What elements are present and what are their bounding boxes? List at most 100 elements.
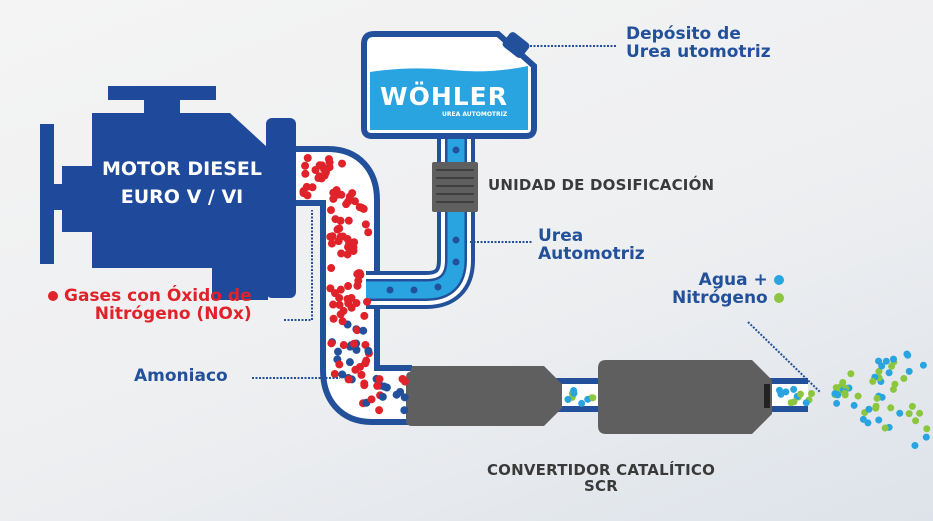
converter-label: CONVERTIDOR CATALÍTICO SCR bbox=[456, 462, 746, 495]
nox-particle bbox=[349, 339, 358, 348]
nox-particle bbox=[363, 297, 372, 306]
brand-logo: WÖHLER bbox=[380, 82, 509, 111]
output-label-line2: Nitrógeno bbox=[672, 287, 768, 308]
ammonia-label: Amoniaco bbox=[134, 366, 228, 386]
water-particle bbox=[885, 369, 893, 377]
water-particle bbox=[850, 401, 858, 409]
nitrogen-particle bbox=[889, 385, 897, 393]
nox-particle bbox=[345, 192, 354, 201]
nox-particle bbox=[350, 197, 359, 206]
nox-particle bbox=[361, 340, 370, 349]
nox-particle bbox=[327, 339, 336, 348]
water-particle bbox=[833, 399, 841, 407]
nox-particle bbox=[373, 381, 382, 390]
nox-particle bbox=[375, 375, 384, 384]
ammonia-particle bbox=[345, 358, 354, 367]
nox-particle bbox=[301, 169, 310, 178]
nox-particle bbox=[328, 232, 337, 241]
water-particle bbox=[564, 395, 572, 403]
water-particle bbox=[896, 409, 904, 417]
nox-particle bbox=[302, 182, 311, 191]
nox-particle bbox=[326, 284, 335, 293]
nitrogen-particle bbox=[912, 417, 920, 425]
water-particle bbox=[865, 405, 873, 413]
nox-particle bbox=[360, 311, 369, 320]
nitrogen-particle bbox=[869, 377, 877, 385]
nox-particle bbox=[347, 293, 356, 302]
nitrogen-particle bbox=[905, 410, 913, 418]
nox-particle bbox=[344, 282, 353, 291]
water-particle bbox=[859, 415, 867, 423]
ammonia-particle bbox=[396, 388, 405, 397]
water-particle bbox=[790, 385, 798, 393]
nox-particle bbox=[343, 250, 352, 259]
engine-label-line2: EURO V / VI bbox=[120, 185, 244, 208]
nox-particle bbox=[375, 406, 384, 415]
water-particle bbox=[911, 442, 919, 449]
nox-particle bbox=[326, 206, 335, 215]
water-particle bbox=[834, 391, 842, 399]
nitrogen-particle bbox=[808, 390, 816, 398]
urea-particle bbox=[434, 283, 442, 291]
nox-particle bbox=[361, 220, 370, 229]
nitrogen-particle bbox=[873, 394, 881, 402]
urea-particle bbox=[386, 286, 394, 294]
nox-particle bbox=[314, 174, 323, 183]
nox-particle bbox=[335, 293, 344, 302]
nitrogen-particle bbox=[900, 374, 908, 382]
nox-particle bbox=[354, 276, 363, 285]
tank-label-line2: Urea utomotriz bbox=[626, 41, 771, 62]
nox-particle bbox=[361, 359, 370, 368]
engine-label: MOTOR DIESEL EURO V / VI bbox=[92, 159, 272, 208]
water-particle bbox=[775, 386, 783, 394]
nox-particle bbox=[347, 303, 356, 312]
water-particle bbox=[919, 361, 927, 369]
diesel-engine-icon bbox=[40, 86, 296, 300]
nitrogen-particle bbox=[908, 402, 916, 410]
nitrogen-particle bbox=[847, 370, 855, 378]
nox-particle bbox=[330, 369, 339, 378]
ammonia-particle bbox=[400, 393, 409, 402]
nox-particle bbox=[357, 203, 366, 212]
nox-particle bbox=[398, 374, 407, 383]
nox-particle bbox=[327, 239, 336, 248]
ammonia-particle bbox=[338, 370, 347, 379]
nitrogen-particle bbox=[589, 394, 597, 402]
nox-particle bbox=[336, 216, 345, 225]
nitrogen-particle bbox=[872, 404, 880, 412]
dosing-unit-label: UNIDAD DE DOSIFICACIÓN bbox=[488, 176, 715, 194]
nox-particle bbox=[336, 285, 345, 294]
nox-particle bbox=[357, 370, 366, 379]
ammonia-particle bbox=[400, 406, 409, 415]
nox-particle bbox=[335, 360, 344, 369]
ammonia-particle bbox=[364, 346, 373, 355]
converter-label-line2: SCR bbox=[584, 476, 618, 495]
nox-particle bbox=[327, 264, 336, 273]
nox-particle bbox=[320, 165, 329, 174]
nox-particle bbox=[344, 375, 353, 384]
nox-particle bbox=[301, 161, 310, 170]
water-particle bbox=[578, 399, 586, 407]
nitrogen-particle bbox=[790, 398, 798, 406]
output-label: Agua + Nitrógeno bbox=[672, 271, 784, 308]
water-particle bbox=[875, 416, 883, 424]
nox-particle bbox=[349, 246, 358, 255]
nox-particle bbox=[354, 269, 363, 278]
water-particle bbox=[889, 355, 897, 363]
nitrogen-particle bbox=[881, 424, 889, 432]
water-particle bbox=[782, 388, 790, 396]
nox-particle bbox=[329, 194, 338, 203]
water-dot-icon bbox=[773, 275, 784, 285]
ammonia-particle bbox=[359, 326, 368, 335]
tank-label-line1: Depósito de bbox=[626, 24, 741, 44]
nox-particle bbox=[329, 300, 338, 309]
nitrogen-particle bbox=[888, 362, 896, 370]
nox-particle bbox=[343, 235, 352, 244]
particles bbox=[299, 146, 931, 449]
nitrogen-particle bbox=[875, 367, 883, 375]
nox-particle bbox=[337, 249, 346, 258]
urea-label-line2: Automotriz bbox=[538, 243, 645, 264]
nox-particle bbox=[333, 225, 342, 234]
nitrogen-particle bbox=[923, 425, 931, 433]
